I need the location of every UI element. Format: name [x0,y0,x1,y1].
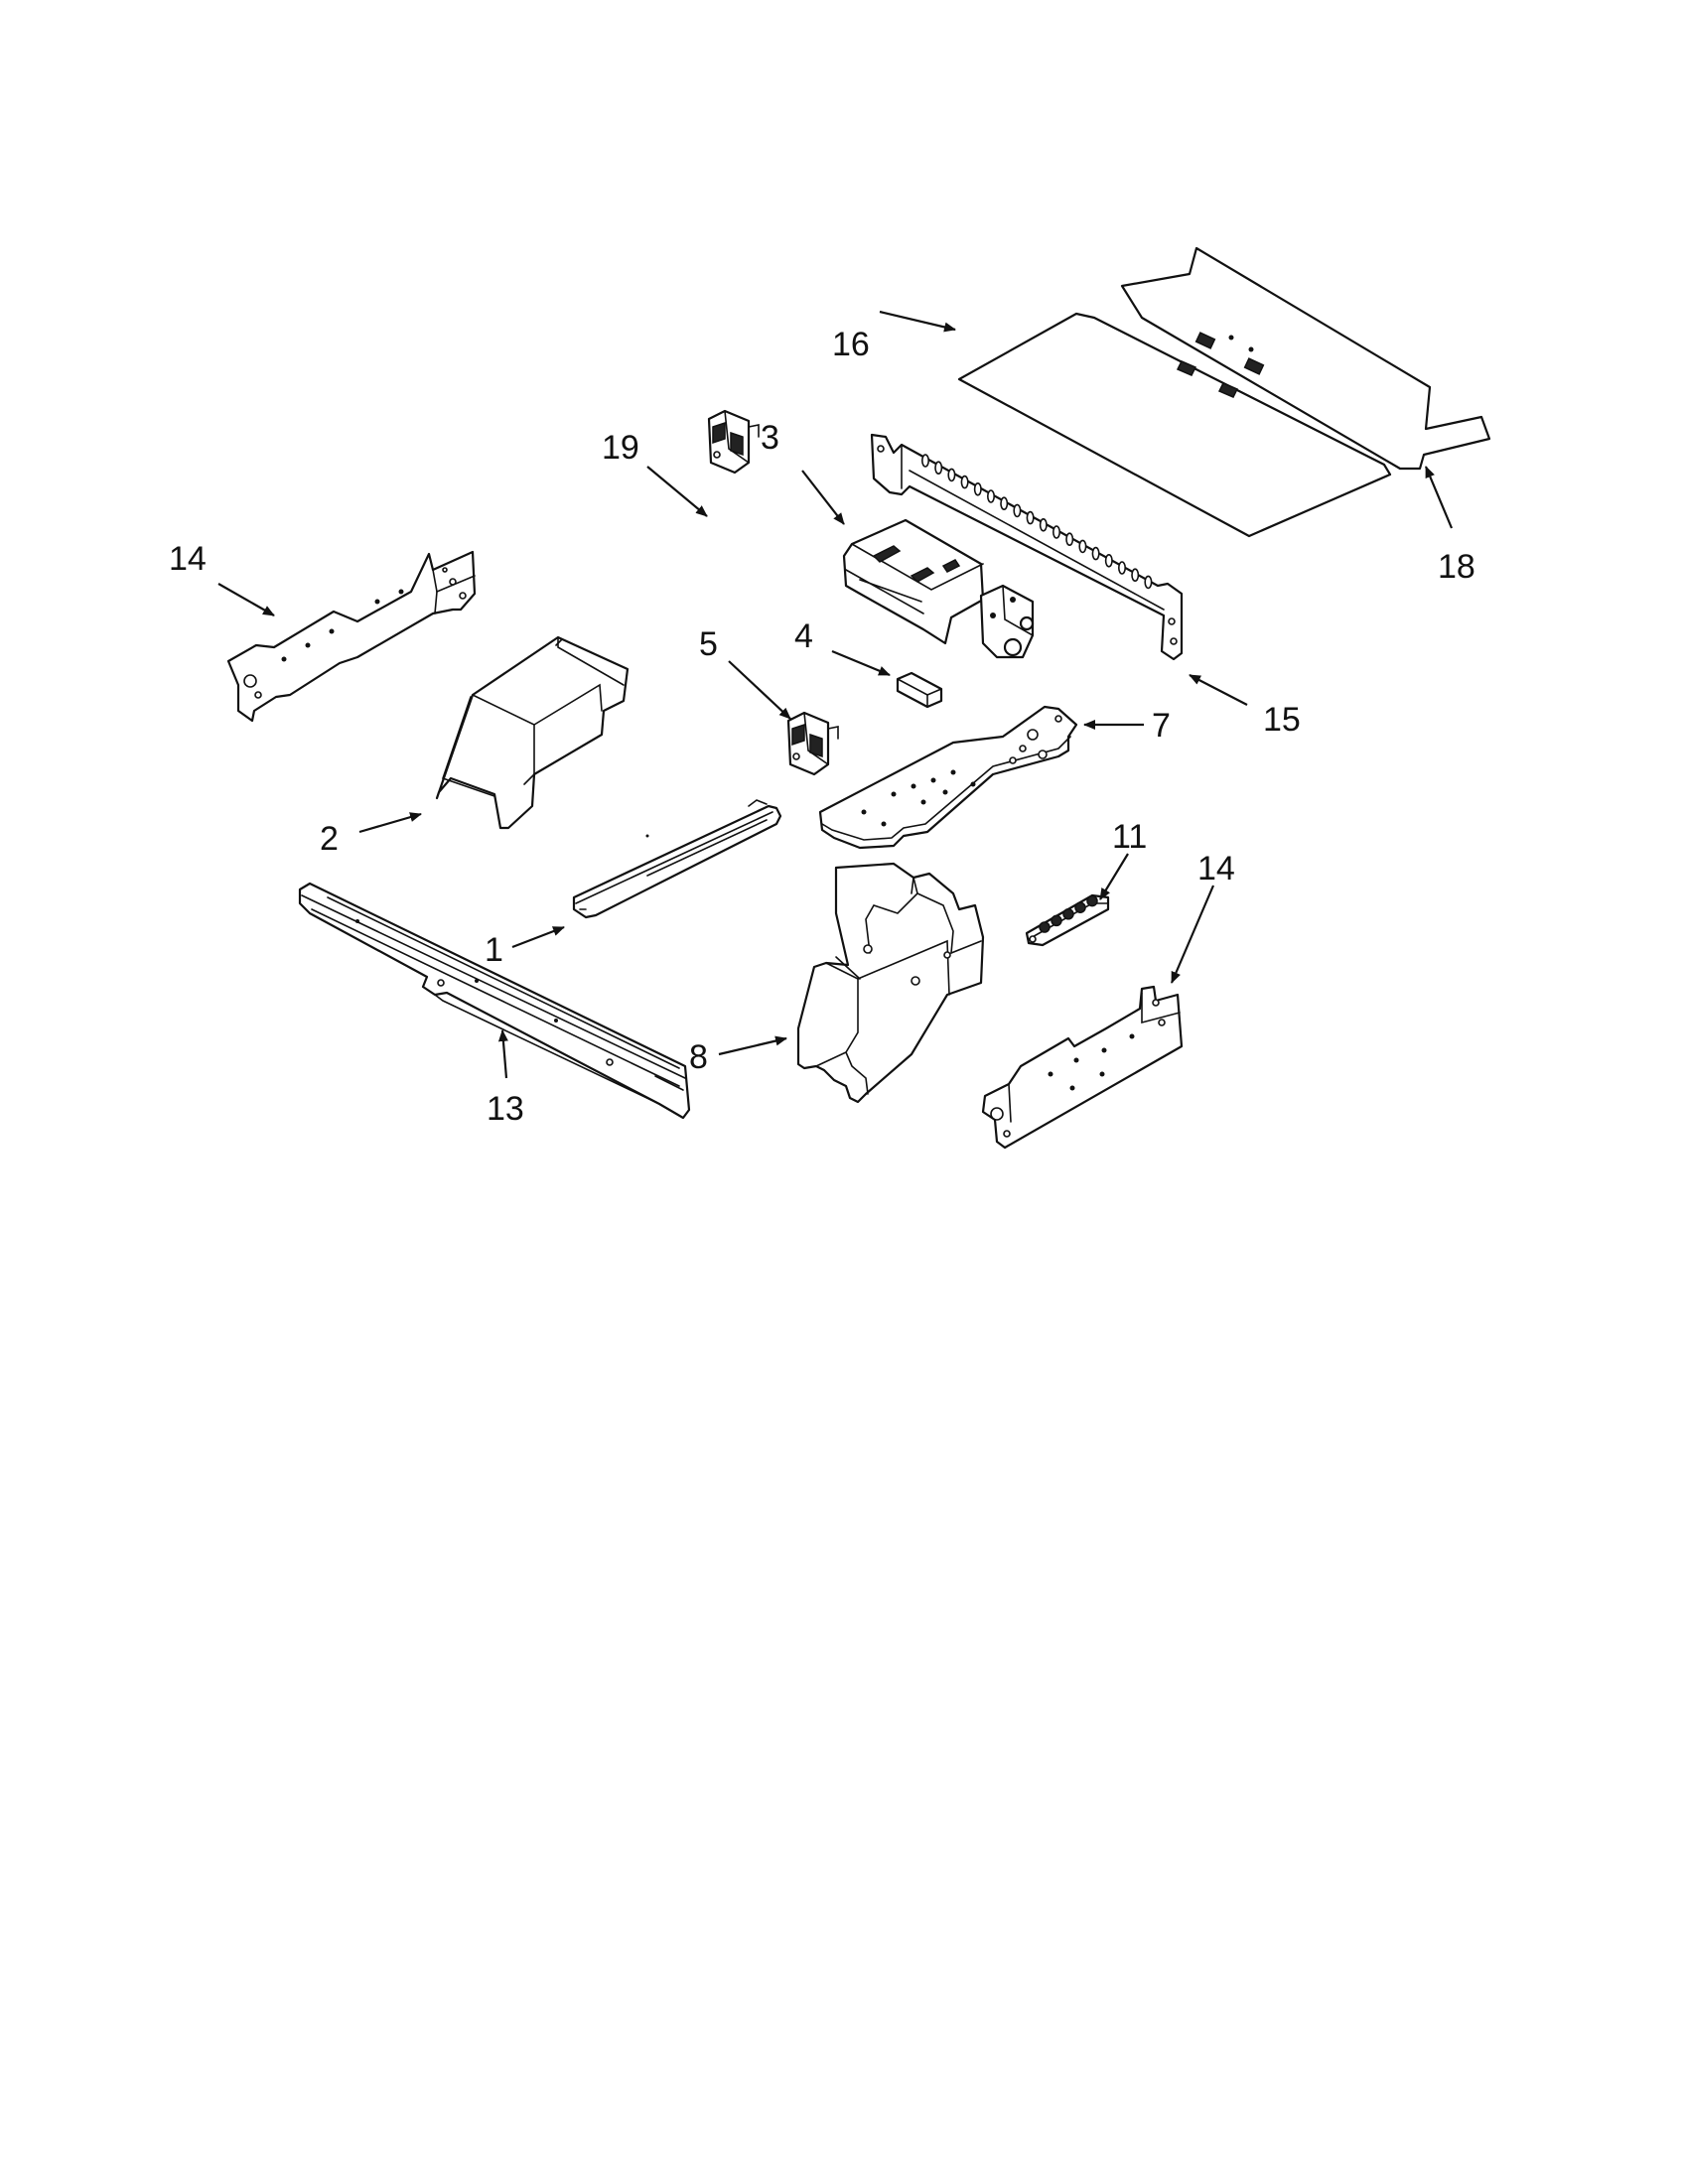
terminal-screw [1062,908,1074,920]
leader-13 [497,1029,508,1079]
callout-8: 8 [689,1038,708,1076]
terminal-screw [1039,921,1051,933]
leader-15 [1189,674,1248,706]
leader-8 [718,1035,787,1056]
leader-18 [1424,466,1454,529]
perforation-hole [1026,510,1035,525]
part-18-rear-panel [1120,246,1491,471]
callout-14-right: 14 [1197,850,1235,887]
callout-4: 4 [794,617,813,655]
callout-1: 1 [485,931,503,969]
leader-2 [358,812,422,834]
leader-arrows [217,310,1454,1079]
perforation-hole [1039,517,1048,532]
part-11-terminal-block [1025,893,1110,947]
callout-13: 13 [487,1090,524,1128]
callout-11: 11 [1112,818,1147,856]
callout-18: 18 [1438,548,1475,586]
leader-14-right [1170,885,1215,984]
callout-19: 19 [602,429,639,467]
perforation-hole [934,461,943,476]
perforation-hole [1065,532,1074,547]
perforation-hole [1131,568,1140,583]
part-19-switch [707,409,760,475]
part-1-slide-rail [572,799,782,919]
perforation-hole [986,489,995,503]
callout-5: 5 [699,625,718,663]
callout-14-left: 14 [169,540,207,578]
part-8-shroud [796,862,985,1104]
callout-15: 15 [1263,701,1301,739]
part-7-mounting-plate [818,705,1078,850]
perforation-holes [920,454,1153,590]
part-3-control-module [842,518,1035,659]
terminal-screw [1074,901,1086,913]
perforation-hole [1078,539,1087,554]
leader-11 [1099,853,1129,900]
perforation-hole [947,468,956,482]
perforation-hole [1052,525,1061,539]
part-5-switch [786,711,839,776]
part-4-block [896,671,943,709]
perforation-hole [1144,575,1153,590]
terminal-screw [1051,914,1062,927]
perforation-hole [973,481,982,496]
terminal-screw [1086,894,1098,907]
leader-1 [511,925,565,949]
leader-4 [831,649,891,677]
callout-labels: 16 18 19 3 14 15 4 5 7 2 11 14 1 8 13 [169,326,1475,1128]
terminal-screws [1039,894,1098,933]
part-13-front-rail [298,882,691,1120]
callout-3: 3 [761,419,779,457]
leader-16 [879,310,956,333]
callout-7: 7 [1152,707,1171,745]
part-14-left-bracket [226,550,477,723]
part-2-duct [435,635,630,830]
perforation-hole [1118,561,1127,575]
perforation-hole [920,454,929,468]
callout-16: 16 [832,326,870,363]
part-16-top-shield [957,312,1392,538]
callout-2: 2 [320,820,339,858]
leader-5 [728,660,791,720]
perforation-hole [960,475,969,489]
perforation-hole [1013,503,1022,518]
perforation-hole [1091,546,1100,561]
perforation-hole [1000,496,1009,511]
part-14-right-bracket [981,985,1184,1150]
perforation-hole [1104,553,1113,568]
leader-3 [801,470,845,525]
part-15-perforated-bracket [870,433,1184,661]
leader-14-left [217,583,275,616]
leader-19 [646,466,708,517]
